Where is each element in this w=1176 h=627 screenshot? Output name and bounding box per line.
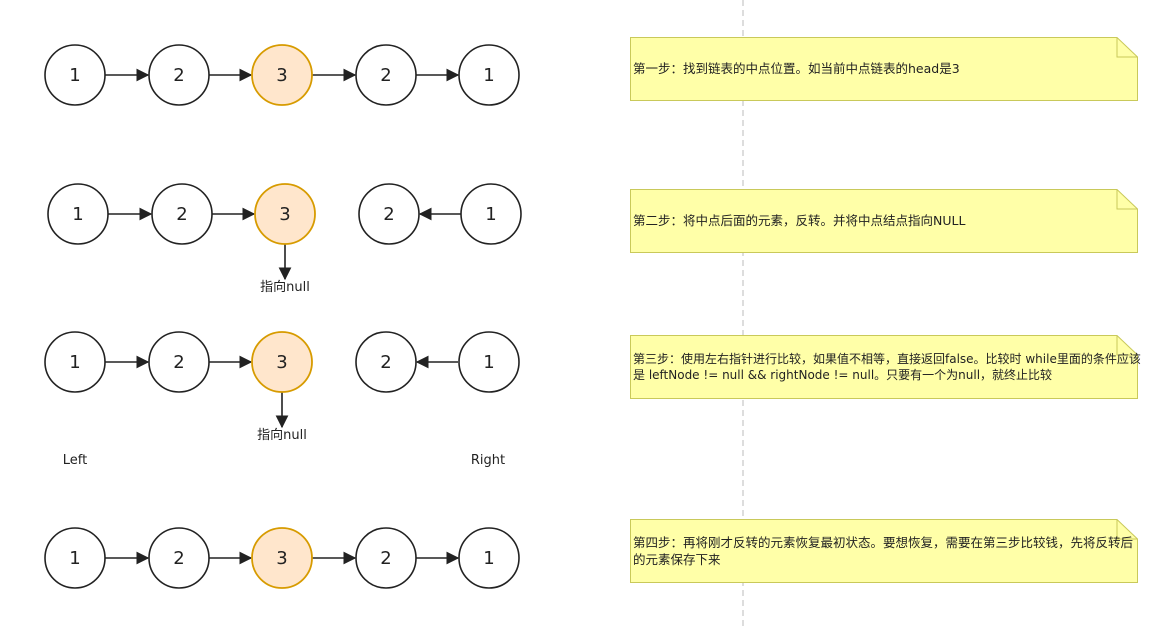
- node-circle: [44, 527, 106, 589]
- node-circle: [458, 331, 520, 393]
- node-label: 1: [483, 65, 494, 86]
- mid-node-circle: [251, 331, 313, 393]
- node-label: 2: [380, 548, 391, 569]
- node-label: 3: [276, 65, 287, 86]
- note-step-1: 第一步：找到链表的中点位置。如当前中点链表的head是3: [630, 37, 1138, 101]
- null-label: 指向null: [257, 427, 307, 443]
- node-circle: [47, 183, 109, 245]
- node-label: 1: [485, 204, 496, 225]
- node-label: 2: [173, 65, 184, 86]
- node-label: 1: [69, 548, 80, 569]
- left-label: Left: [63, 453, 87, 468]
- note-shape: [630, 519, 1138, 583]
- note-text: 第四步：再将刚才反转的元素恢复最初状态。要想恢复，需要在第三步比较钱，先将反转后…: [633, 534, 1134, 567]
- note-text: 第二步：将中点后面的元素，反转。并将中点结点指向NULL: [633, 213, 966, 228]
- node-circle: [355, 527, 417, 589]
- node-label: 2: [380, 352, 391, 373]
- node-label: 3: [276, 352, 287, 373]
- node-label: 2: [383, 204, 394, 225]
- node-circle: [460, 183, 522, 245]
- note-step-3: 第三步：使用左右指针进行比较，如果值不相等，直接返回false。比较时 whil…: [630, 335, 1141, 399]
- note-step-4: 第四步：再将刚才反转的元素恢复最初状态。要想恢复，需要在第三步比较钱，先将反转后…: [630, 519, 1138, 583]
- node-circle: [44, 44, 106, 106]
- node-circle: [458, 44, 520, 106]
- node-circle: [358, 183, 420, 245]
- note-shape: [630, 37, 1138, 101]
- node-label: 2: [173, 548, 184, 569]
- row-4: 1 2 3 2 1: [44, 527, 520, 589]
- node-circle: [148, 527, 210, 589]
- note-shape: [630, 189, 1138, 253]
- node-circle: [355, 331, 417, 393]
- node-label: 1: [483, 548, 494, 569]
- node-label: 2: [380, 65, 391, 86]
- note-shape: [630, 335, 1138, 399]
- node-circle: [148, 44, 210, 106]
- null-label: 指向null: [260, 279, 310, 295]
- mid-node-circle: [251, 44, 313, 106]
- note-step-2: 第二步：将中点后面的元素，反转。并将中点结点指向NULL: [630, 189, 1138, 253]
- note-text: 第三步：使用左右指针进行比较，如果值不相等，直接返回false。比较时 whil…: [633, 351, 1141, 382]
- node-label: 2: [173, 352, 184, 373]
- node-circle: [148, 331, 210, 393]
- node-circle: [458, 527, 520, 589]
- node-label: 1: [69, 352, 80, 373]
- node-label: 3: [276, 548, 287, 569]
- node-circle: [355, 44, 417, 106]
- note-text: 第一步：找到链表的中点位置。如当前中点链表的head是3: [633, 61, 960, 76]
- row-1: 1 2 3 2 1: [44, 44, 520, 106]
- node-label: 1: [72, 204, 83, 225]
- node-label: 2: [176, 204, 187, 225]
- mid-node-circle: [251, 527, 313, 589]
- node-circle: [151, 183, 213, 245]
- node-circle: [44, 331, 106, 393]
- row-3: 1 2 3 2 1 指向null Left Right: [44, 331, 520, 468]
- row-2: 1 2 3 2 1 指向null: [47, 183, 522, 295]
- node-label: 3: [279, 204, 290, 225]
- mid-node-circle: [254, 183, 316, 245]
- right-label: Right: [471, 453, 505, 468]
- node-label: 1: [483, 352, 494, 373]
- node-label: 1: [69, 65, 80, 86]
